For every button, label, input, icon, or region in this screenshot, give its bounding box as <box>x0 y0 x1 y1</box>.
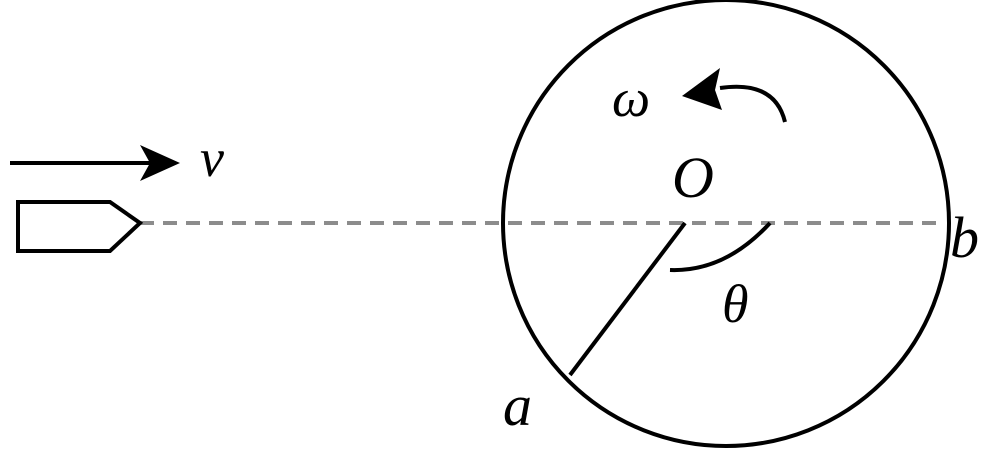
radius-line-oa <box>568 221 687 377</box>
rotating-disk <box>501 0 951 448</box>
rotation-arrow <box>719 84 787 123</box>
theta-label: θ <box>722 274 749 334</box>
velocity-label: v <box>200 128 224 188</box>
velocity-arrow <box>10 145 180 181</box>
projectile <box>16 200 144 253</box>
omega-label: ω <box>612 68 650 128</box>
angle-arc <box>669 221 772 273</box>
point-b-label: b <box>950 205 979 270</box>
point-a-label: a <box>503 373 532 438</box>
center-label: O <box>672 145 714 210</box>
rotation-arrowhead <box>682 68 722 110</box>
